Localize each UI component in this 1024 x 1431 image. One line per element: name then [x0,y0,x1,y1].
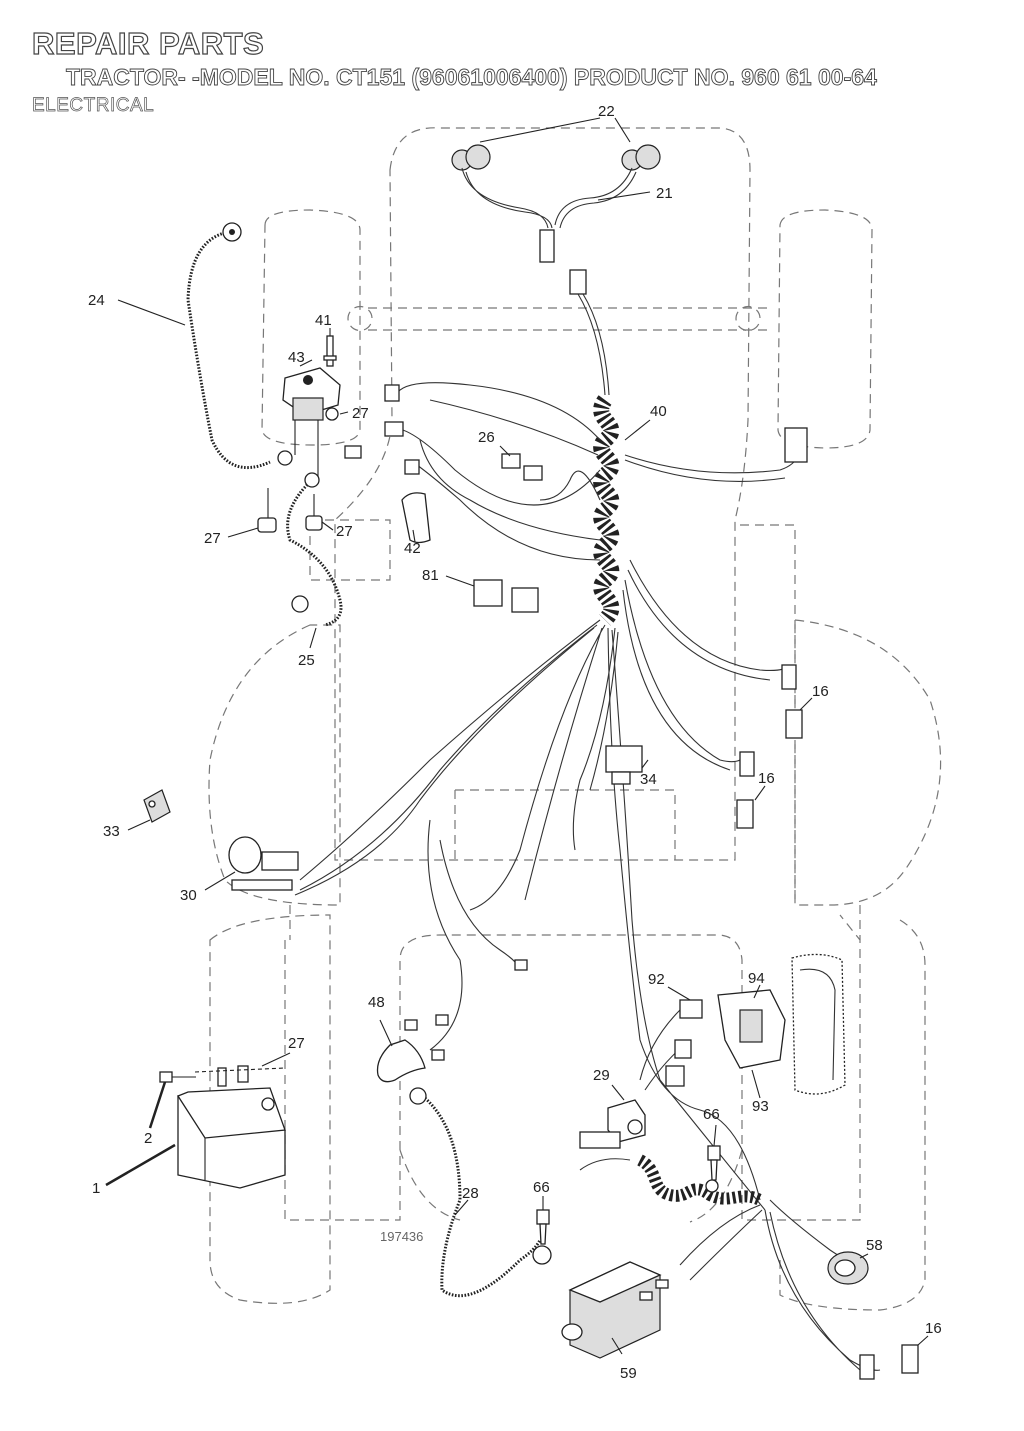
solenoid-assembly [227,328,349,538]
terminal-cover [376,959,528,1083]
callout-2: 2 [144,1130,152,1147]
callout-25: 25 [298,652,315,669]
callout-27d: 27 [288,1035,305,1052]
callout-30: 30 [180,887,197,904]
callout-34: 34 [640,771,657,788]
callout-28: 28 [462,1185,479,1202]
callout-26: 26 [478,429,495,446]
battery [105,1052,291,1189]
callout-58: 58 [866,1237,883,1254]
callout-66a: 66 [703,1106,720,1123]
callout-92: 92 [648,971,665,988]
callout-1: 1 [92,1180,100,1197]
callout-66b: 66 [533,1179,550,1196]
tractor-outline [208,127,942,1311]
callout-24: 24 [88,292,105,309]
callout-27b: 27 [204,530,221,547]
headlight-assembly [451,117,661,396]
callout-94: 94 [748,970,765,987]
callout-21: 21 [656,185,673,202]
callout-33: 33 [103,823,120,840]
wire-harness [294,382,881,1371]
callout-27a: 27 [352,405,369,422]
callout-40: 40 [650,403,667,420]
seat-switch-assembly [665,953,846,1099]
callout-16a: 16 [812,683,829,700]
callout-93: 93 [752,1098,769,1115]
switch-connectors [605,664,929,1380]
page-title: REPAIR PARTS [31,25,265,61]
callout-29: 29 [593,1067,610,1084]
figure-reference-number: 197436 [380,1229,423,1244]
callout-41: 41 [315,312,332,329]
battery-cables [117,222,552,1298]
callout-43: 43 [288,349,305,366]
control-module [561,1251,869,1359]
front-connectors [344,384,808,544]
callout-16c: 16 [925,1320,942,1337]
section-label: ELECTRICAL [32,95,155,117]
main-harness-coil [593,395,651,626]
callout-59: 59 [620,1365,637,1382]
callout-81: 81 [422,567,439,584]
callout-22: 22 [598,103,615,120]
pto-switch [536,1084,721,1245]
callout-labels: 1 2 16 16 16 21 22 24 25 26 27 27 27 27 … [88,103,942,1382]
callout-27c: 27 [336,523,353,540]
relay [445,575,539,613]
callout-42: 42 [404,540,421,557]
ignition-switch [127,789,299,891]
model-subtitle: TRACTOR- -MODEL NO. CT151 (96061006400) … [66,64,878,91]
callout-16b: 16 [758,770,775,787]
callout-48: 48 [368,994,385,1011]
